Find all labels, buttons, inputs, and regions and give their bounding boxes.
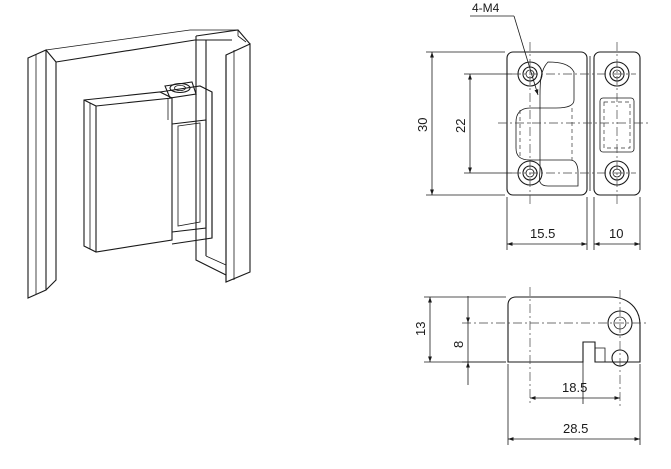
dim-side-height-13: 13 (413, 296, 506, 363)
dim-pin-offset-label: 8 (451, 341, 466, 348)
left-frame-profile (27, 29, 239, 299)
hinge-isometric-view (27, 29, 251, 299)
hinge-body (83, 91, 173, 253)
dim-side-height-label: 13 (413, 322, 428, 336)
dim-slot-offset-18-5: 18.5 (530, 362, 620, 404)
front-body-recess (515, 61, 579, 187)
dim-body-width-label: 15.5 (530, 226, 555, 241)
dim-total-length-label: 28.5 (563, 421, 588, 436)
right-frame-profile (195, 29, 251, 283)
side-view: 13 8 18.5 28.5 (413, 287, 648, 445)
front-center-lines (498, 42, 648, 205)
side-outline (507, 296, 641, 363)
thread-callout: 4-M4 (470, 1, 539, 96)
dim-leaf-width-10: 10 (593, 197, 641, 250)
hinge-leaf (159, 85, 213, 245)
dim-slot-offset-label: 18.5 (562, 380, 587, 395)
hinge-pin (164, 81, 197, 120)
side-center-lines (462, 287, 648, 406)
dim-total-length-28-5: 28.5 (507, 364, 641, 445)
dim-hole-pitch-label: 22 (453, 119, 468, 133)
dim-pin-offset-8: 8 (451, 296, 506, 385)
thread-callout-label: 4-M4 (472, 1, 500, 15)
dim-height-label: 30 (415, 118, 430, 132)
dim-height-30: 30 (415, 51, 505, 196)
front-body-outline (506, 51, 588, 196)
dim-leaf-width-label: 10 (609, 226, 623, 241)
dim-body-width-15-5: 15.5 (506, 197, 588, 250)
front-view: 4-M4 30 22 15.5 10 (415, 1, 648, 250)
dim-hole-pitch-22: 22 (453, 73, 512, 174)
